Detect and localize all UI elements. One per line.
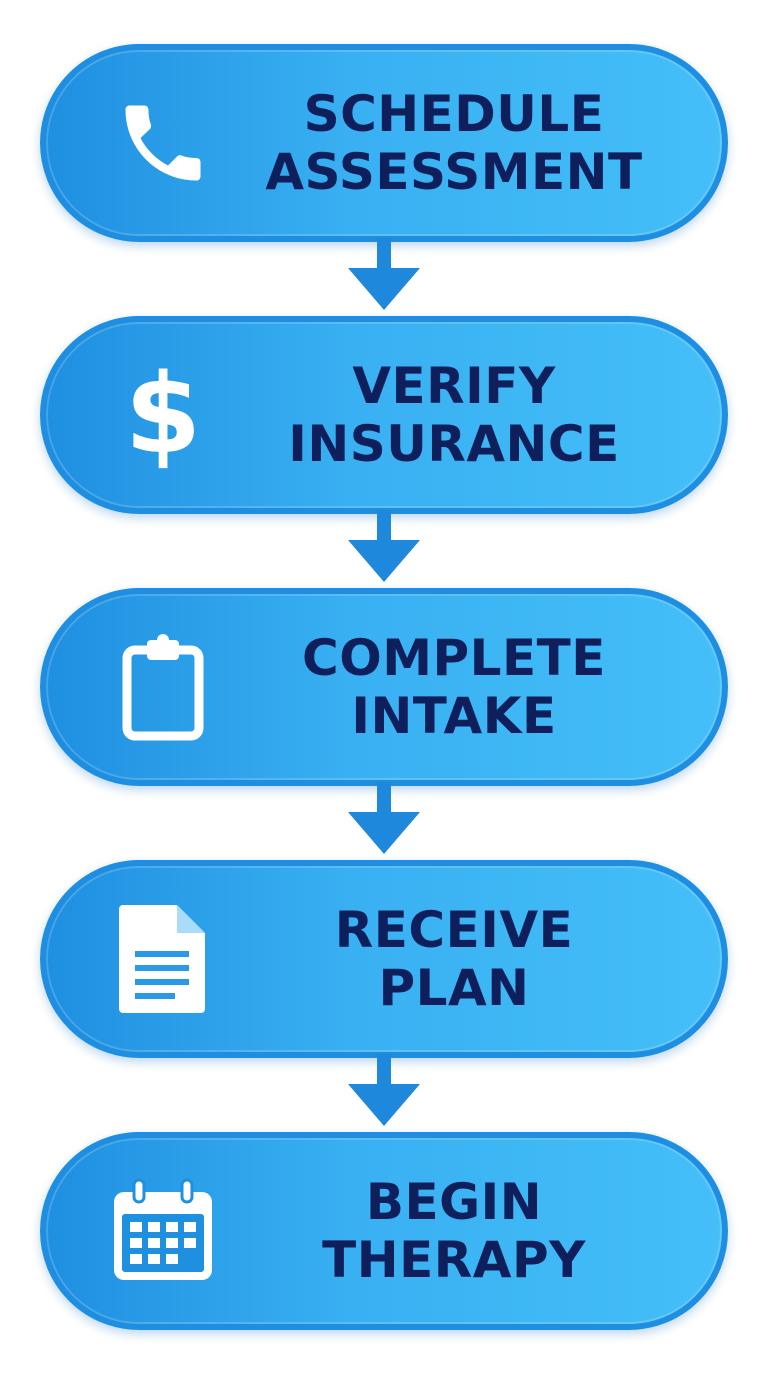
step-label: RECEIVE PLAN [226, 901, 682, 1017]
dollar-icon: $ [108, 360, 218, 470]
step-receive-plan: RECEIVE PLAN [40, 860, 728, 1058]
step-label-line2: INTAKE [351, 687, 557, 745]
step-complete-intake: COMPLETE INTAKE [40, 588, 728, 786]
step-label: BEGIN THERAPY [226, 1173, 682, 1289]
arrow-down-icon [348, 1054, 420, 1126]
step-label-line2: INSURANCE [288, 415, 620, 473]
step-schedule-assessment: SCHEDULE ASSESSMENT [40, 44, 728, 242]
step-label: VERIFY INSURANCE [226, 357, 682, 473]
calendar-icon [108, 1176, 218, 1286]
step-label-line2: THERAPY [322, 1231, 586, 1289]
step-label-line1: BEGIN [365, 1173, 543, 1231]
step-label-line1: SCHEDULE [303, 85, 605, 143]
arrow-down-icon [348, 510, 420, 582]
step-verify-insurance: $ VERIFY INSURANCE [40, 316, 728, 514]
step-label-line2: ASSESSMENT [265, 143, 643, 201]
phone-icon [108, 88, 218, 198]
arrow-down-icon [348, 238, 420, 310]
step-label-line1: VERIFY [352, 357, 556, 415]
document-icon [108, 904, 218, 1014]
step-label-line1: COMPLETE [302, 629, 606, 687]
step-label-line1: RECEIVE [334, 901, 574, 959]
step-begin-therapy: BEGIN THERAPY [40, 1132, 728, 1330]
step-label-line2: PLAN [378, 959, 530, 1017]
svg-text:$: $ [125, 360, 202, 470]
clipboard-icon [108, 632, 218, 742]
step-label: SCHEDULE ASSESSMENT [226, 85, 682, 201]
step-label: COMPLETE INTAKE [226, 629, 682, 745]
arrow-down-icon [348, 782, 420, 854]
